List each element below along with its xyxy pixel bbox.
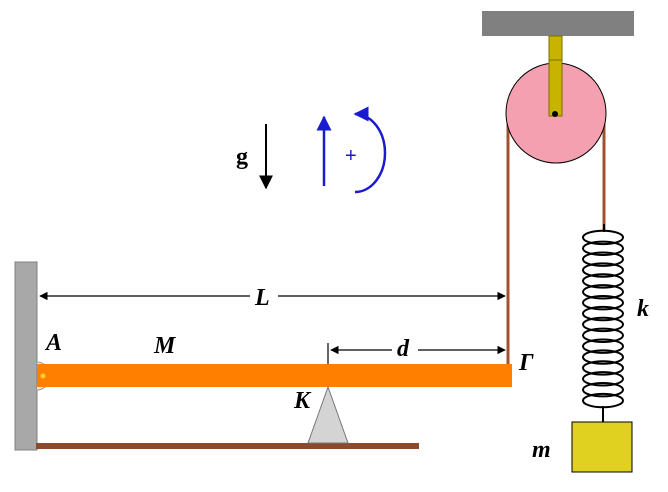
spring-coil [582,360,624,376]
hinge-pin [40,373,46,379]
spring-coil [582,284,624,300]
label-k: k [637,296,649,322]
rotation-arc [353,106,387,194]
spring-coil [582,381,624,398]
spring-coil [582,327,624,344]
label-d: d [397,336,410,362]
spring-coil [582,251,624,267]
label-A: A [44,330,62,356]
spring [582,224,624,422]
spring-coil [582,349,624,365]
support-K [307,385,349,444]
label-L: L [254,285,270,311]
ceiling [482,11,634,36]
spring-coil [582,294,624,311]
spring-coil [582,316,624,333]
wall [14,261,38,451]
d-label-gap [392,338,418,362]
label-Gamma: Γ [518,350,534,376]
floor [36,443,419,449]
label-m: m [532,437,551,463]
spring-coil [582,338,624,354]
hanging-block [571,421,633,473]
spring-coil [582,240,624,257]
label-plus: + [345,145,357,167]
L-label-gap [250,284,278,308]
spring-coil [582,371,624,387]
spring-coil [582,273,624,289]
spring-coil [582,305,624,322]
pulley-axle [552,111,558,117]
label-K: K [293,388,312,414]
spring-coil [582,262,624,278]
label-M: M [153,333,177,359]
spring-coil [582,229,624,246]
pulley-arm [548,59,563,117]
label-g: g [236,144,248,170]
rod [37,364,512,387]
